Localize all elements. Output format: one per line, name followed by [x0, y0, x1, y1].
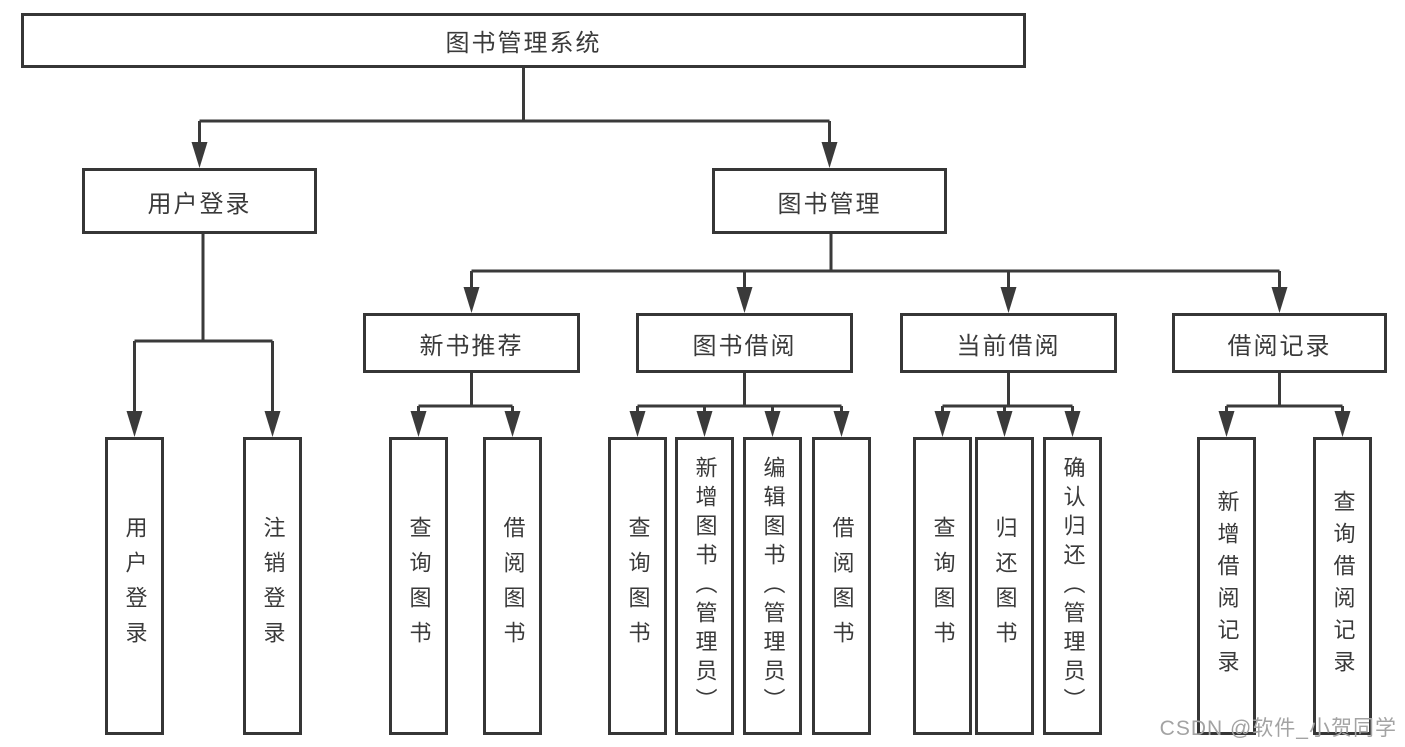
leaf-query-books: 查询图书 — [913, 437, 972, 735]
leaf-borrow-books: 借阅图书 — [812, 437, 871, 735]
node-book-borrow: 图书借阅 — [636, 313, 853, 373]
arrow-down-icon — [833, 411, 850, 437]
node-label: 借阅记录 — [1227, 332, 1332, 360]
leaf-return-book: 归还图书 — [975, 437, 1034, 735]
leaf-edit-book-admin: 编辑图书（管理员） — [743, 437, 802, 735]
node-root-system: 图书管理系统 — [21, 13, 1026, 68]
node-label: 图书管理系统 — [445, 30, 602, 57]
node-label: 借阅图书 — [829, 516, 855, 656]
node-label: 查询图书 — [406, 516, 432, 656]
node-label: 用户登录 — [122, 516, 148, 656]
arrow-down-icon — [821, 142, 838, 168]
node-label: 图书管理 — [777, 190, 882, 218]
node-label: 新书推荐 — [419, 332, 524, 360]
node-borrow-records: 借阅记录 — [1172, 313, 1387, 373]
leaf-query-borrow-record: 查询借阅记录 — [1313, 437, 1372, 735]
node-label: 新增图书（管理员） — [692, 455, 718, 717]
node-label: 归还图书 — [992, 516, 1018, 656]
arrow-down-icon — [696, 411, 713, 437]
leaf-add-book-admin: 新增图书（管理员） — [675, 437, 734, 735]
node-label: 新增借阅记录 — [1214, 490, 1240, 682]
node-label: 查询借阅记录 — [1330, 490, 1356, 682]
node-label: 图书借阅 — [692, 332, 797, 360]
node-current-borrow: 当前借阅 — [900, 313, 1117, 373]
leaf-borrow-books: 借阅图书 — [483, 437, 542, 735]
arrow-down-icon — [629, 411, 646, 437]
node-user-login: 用户登录 — [82, 168, 317, 234]
arrow-down-icon — [736, 287, 753, 313]
arrow-down-icon — [410, 411, 427, 437]
arrow-down-icon — [1271, 287, 1288, 313]
node-book-management: 图书管理 — [712, 168, 947, 234]
node-label: 查询图书 — [930, 516, 956, 656]
arrow-down-icon — [191, 142, 208, 168]
leaf-query-books: 查询图书 — [608, 437, 667, 735]
arrow-down-icon — [1000, 287, 1017, 313]
node-label: 注销登录 — [260, 516, 286, 656]
arrow-down-icon — [934, 411, 951, 437]
arrow-down-icon — [264, 411, 281, 437]
arrow-down-icon — [996, 411, 1013, 437]
arrow-down-icon — [1334, 411, 1351, 437]
node-label: 确认归还（管理员） — [1060, 455, 1086, 717]
node-label: 当前借阅 — [956, 332, 1061, 360]
node-label: 编辑图书（管理员） — [760, 455, 786, 717]
leaf-query-books: 查询图书 — [389, 437, 448, 735]
node-label: 用户登录 — [147, 190, 252, 218]
leaf-confirm-return-admin: 确认归还（管理员） — [1043, 437, 1102, 735]
watermark: CSDN @软件_小贺同学 — [1159, 717, 1397, 740]
node-label: 借阅图书 — [500, 516, 526, 656]
arrow-down-icon — [504, 411, 521, 437]
arrow-down-icon — [1064, 411, 1081, 437]
node-new-book-recommend: 新书推荐 — [363, 313, 580, 373]
arrow-down-icon — [764, 411, 781, 437]
node-label: 查询图书 — [625, 516, 651, 656]
leaf-add-borrow-record: 新增借阅记录 — [1197, 437, 1256, 735]
arrow-down-icon — [126, 411, 143, 437]
arrow-down-icon — [1218, 411, 1235, 437]
arrow-down-icon — [463, 287, 480, 313]
leaf-logout: 注销登录 — [243, 437, 302, 735]
leaf-user-login: 用户登录 — [105, 437, 164, 735]
